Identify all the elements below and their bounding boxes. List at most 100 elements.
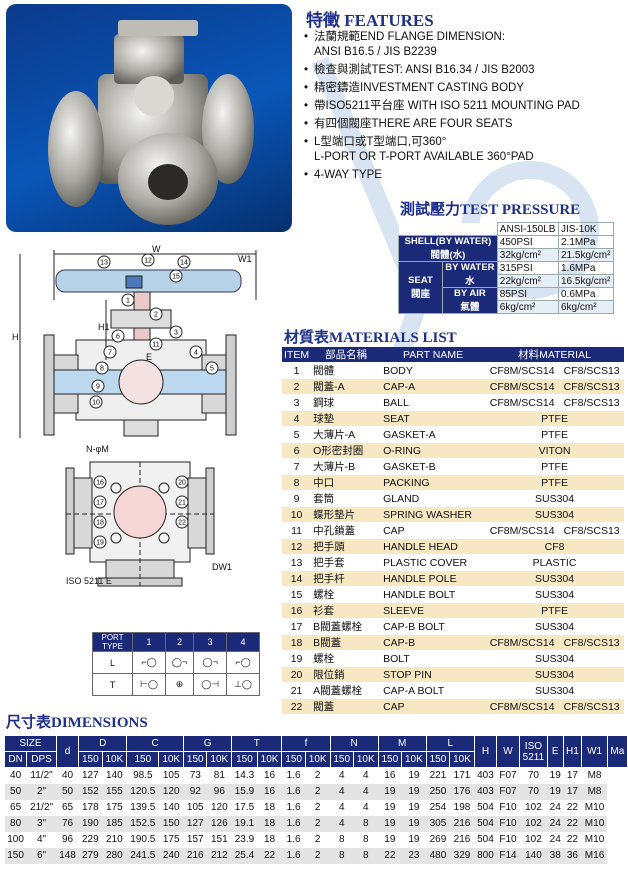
material-cell: SUS304	[485, 618, 624, 635]
dimension-cell: 504	[474, 831, 497, 848]
material-cell: O-RING	[381, 442, 486, 459]
material-cell: 19	[282, 650, 312, 667]
material-cell: CAP-A BOLT	[381, 682, 486, 699]
col-group: N	[329, 735, 379, 752]
dimension-cell: 151	[206, 831, 232, 848]
material-cell: CF8M/SCS14	[485, 394, 560, 411]
balloon-marker	[205, 361, 219, 375]
dimension-cell: 127	[183, 815, 207, 832]
material-cell: CF8/SCS13	[559, 698, 624, 715]
dimension-cell: 19	[378, 815, 402, 832]
dimension-cell: F07	[496, 783, 520, 800]
dimension-cell: 2	[305, 783, 331, 800]
material-cell: 螺栓	[311, 650, 382, 667]
dimension-cell: M10	[581, 815, 608, 832]
dimension-cell: F14	[496, 847, 520, 864]
type-t: T	[91, 673, 134, 696]
dimension-cell: M10	[581, 831, 608, 848]
dimension-cell: 81	[206, 767, 232, 784]
col-item: ITEM	[282, 347, 312, 363]
dimension-cell: 210	[102, 831, 127, 848]
dimension-cell: 17	[563, 767, 582, 784]
pressure-cell: 21.5kg/cm²	[557, 248, 615, 262]
dimension-cell: 1.6	[281, 799, 306, 816]
dimension-cell: 14.3	[231, 767, 258, 784]
col-sub: 10K	[158, 751, 185, 768]
material-cell: B閥蓋	[311, 634, 382, 651]
port-number: 4	[226, 632, 260, 652]
dimension-cell: 221	[426, 767, 450, 784]
col-d-small: d	[55, 735, 80, 768]
dimension-cell: 24	[547, 815, 564, 832]
dimension-cell: 102	[519, 815, 548, 832]
material-cell: CF8M/SCS14	[485, 698, 560, 715]
dimension-cell: 18	[257, 799, 282, 816]
balloon-marker	[177, 255, 191, 269]
dimension-cell: 15.9	[231, 783, 258, 800]
dimension-cell: 70	[519, 767, 548, 784]
valve-photo-image	[48, 20, 254, 225]
material-cell: CF8/SCS13	[559, 394, 624, 411]
material-cell: 15	[282, 586, 312, 603]
dimension-cell: 1.6	[281, 847, 306, 864]
balloon-marker	[93, 475, 107, 489]
dimension-cell: F10	[496, 831, 520, 848]
product-photo	[6, 4, 292, 232]
balloon-number: 19	[96, 540, 104, 547]
balloon-number: 10	[92, 400, 100, 407]
material-cell: BODY	[381, 362, 486, 379]
col-part-name: PART NAME	[381, 347, 486, 363]
balloon-marker	[175, 515, 189, 529]
col-iso: ISO 5211	[518, 735, 548, 768]
dimension-cell: 19	[547, 767, 564, 784]
balloon-number: 17	[96, 500, 104, 507]
feature-item: 有四個閥座THERE ARE FOUR SEATS	[304, 117, 624, 131]
dimension-cell: 175	[158, 831, 184, 848]
dim-w-label: W	[152, 244, 161, 254]
dimension-cell: 8	[353, 831, 379, 848]
dimension-cell: 305	[426, 815, 450, 832]
dimension-cell: 2	[305, 767, 331, 784]
balloon-marker	[149, 307, 163, 321]
dimension-cell: 4"	[26, 831, 57, 848]
col-group: f	[281, 735, 331, 752]
pressure-table: ANSI-150LB JIS-10K SHELL(BY WATER)閥體(水) …	[398, 222, 615, 314]
balloon-marker	[121, 293, 135, 307]
material-cell: 5	[282, 426, 312, 443]
dimension-cell: 1.6	[281, 815, 306, 832]
material-cell: 大薄片-B	[311, 458, 382, 475]
material-cell: PTFE	[485, 602, 624, 619]
feature-continuation: ANSI B16.5 / JIS B2239	[314, 46, 437, 58]
balloon-number: 20	[178, 480, 186, 487]
col-group: G	[183, 735, 233, 752]
dimension-cell: 175	[102, 799, 127, 816]
dimension-cell: 21/2"	[26, 799, 57, 816]
port-symbol-icon: ◯⊣	[193, 673, 228, 696]
pressure-col-ansi: ANSI-150LB	[496, 222, 559, 236]
col-part-cn: 部品名稱	[311, 347, 382, 363]
material-cell: 20	[282, 666, 312, 683]
port-symbol-icon: ⌐◯	[226, 651, 260, 674]
features-list: 法蘭規範END FLANGE DIMENSION:ANSI B16.5 / JI…	[304, 30, 624, 186]
material-cell: PTFE	[485, 458, 624, 475]
dimension-cell: 40	[4, 767, 27, 784]
balloon-number: 14	[180, 260, 188, 267]
dimension-cell: 96	[206, 783, 232, 800]
material-cell: 3	[282, 394, 312, 411]
dimension-cell: 254	[426, 799, 450, 816]
material-cell: 22	[282, 698, 312, 715]
material-cell: CF8/SCS13	[559, 634, 624, 651]
